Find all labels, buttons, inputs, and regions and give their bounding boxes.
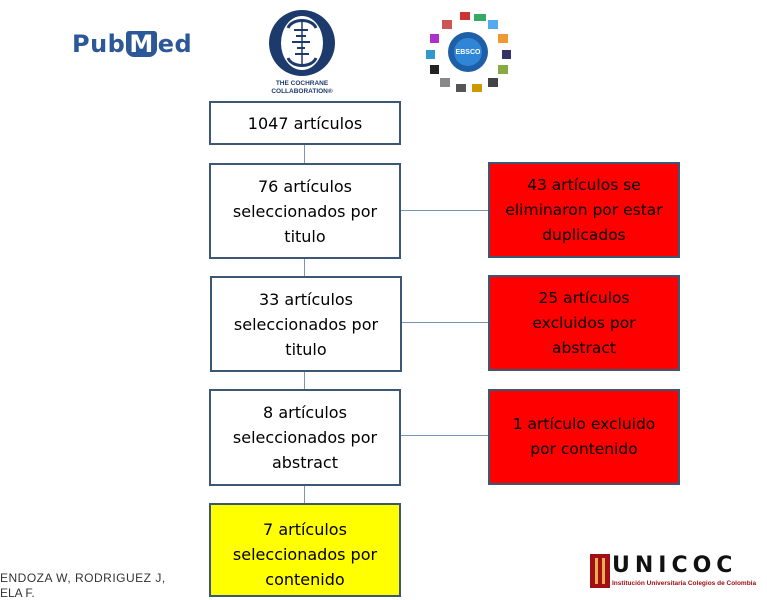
connector-side-3 xyxy=(400,435,489,436)
pubmed-logo-text-ed: ed xyxy=(157,30,193,58)
cochrane-logo-icon xyxy=(269,10,335,76)
flow-box-abstract: 8 artículos seleccionados por abstract xyxy=(209,389,401,486)
box2-line-1: 76 artículos xyxy=(257,176,353,196)
connector-main-4 xyxy=(304,485,305,503)
excl2-line-2: excluidos por xyxy=(532,313,636,332)
connector-side-1 xyxy=(400,210,489,211)
box2-line-2: seleccionados por xyxy=(232,201,378,221)
cochrane-logo-text: THE COCHRANE COLLABORATION® xyxy=(256,80,348,96)
excl3-line-1: 1 artículo excluido xyxy=(512,415,656,433)
excl1-line-2: eliminaron por estar xyxy=(505,200,663,219)
box4-line-3: abstract xyxy=(271,453,338,472)
excl1-line-1: 43 artículos se xyxy=(527,175,641,194)
exclusion-box-abstract: 25 artículos excluidos por abstract xyxy=(488,275,680,371)
excl1-line-3: duplicados xyxy=(542,225,626,244)
box3-line-3: titulo xyxy=(285,339,327,359)
connector-main-3 xyxy=(304,371,305,389)
box3-line-2: seleccionados por xyxy=(233,314,379,334)
cochrane-line-2: COLLABORATION® xyxy=(271,88,333,95)
exclusion-box-content: 1 artículo excluido por contenido xyxy=(488,389,680,485)
box5-line-1: 7 artículos xyxy=(263,520,347,539)
pubmed-logo-text-pub: Pub xyxy=(72,30,126,58)
box5-line-3: contenido xyxy=(265,570,345,589)
excl3-line-2: por contenido xyxy=(530,440,638,458)
flow-box-final: 7 artículos seleccionados por contenido xyxy=(209,503,401,597)
box5-line-2: seleccionados por xyxy=(232,545,378,564)
excl2-line-1: 25 artículos xyxy=(538,288,630,307)
exclusion-box-duplicates: 43 artículos se eliminaron por estar dup… xyxy=(488,162,680,258)
ebsco-databases-logo-icon: EBSCO xyxy=(426,12,511,92)
unicoc-logo-name: UNICOC xyxy=(612,553,738,578)
footer-authors-line-1: ENDOZA W, RODRIGUEZ J, xyxy=(0,571,166,585)
excl2-line-3: abstract xyxy=(552,338,616,357)
pubmed-logo-text-m: M xyxy=(126,31,157,57)
connector-side-2 xyxy=(400,322,489,323)
flow-box-title-1: 76 artículos seleccionados por titulo xyxy=(209,163,401,259)
box4-line-2: seleccionados por xyxy=(232,428,378,447)
cochrane-line-1: THE COCHRANE xyxy=(275,80,329,87)
flow-box-total-text: 1047 artículos xyxy=(247,113,363,133)
box2-line-3: titulo xyxy=(284,226,326,246)
unicoc-logo-subtitle: Institución Universitaria Colegios de Co… xyxy=(612,580,757,587)
flow-box-title-2: 33 artículos seleccionados por titulo xyxy=(210,276,402,372)
box3-line-1: 33 artículos xyxy=(258,289,354,309)
footer-authors-line-2: ELA F. xyxy=(0,586,35,600)
box4-line-1: 8 artículos xyxy=(263,403,347,422)
ebsco-center-text: EBSCO xyxy=(456,49,481,56)
connector-main-1 xyxy=(304,144,305,164)
flow-box-total: 1047 artículos xyxy=(209,101,401,145)
unicoc-emblem-icon xyxy=(590,554,610,588)
connector-main-2 xyxy=(304,258,305,276)
